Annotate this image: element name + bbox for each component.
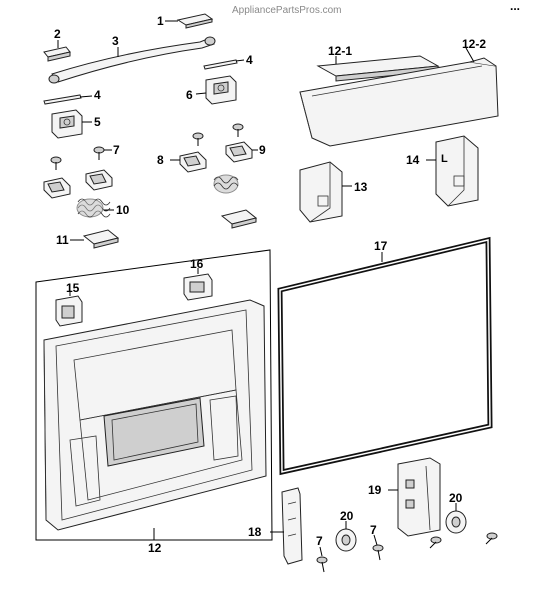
callout-20-right: 20 bbox=[449, 491, 463, 505]
callout-4-right: 4 bbox=[246, 53, 253, 67]
screw-left-upper bbox=[50, 156, 62, 170]
part-16-side-cap: L bbox=[426, 135, 479, 207]
part-5-hinge bbox=[51, 109, 92, 139]
part-12-1-bracket bbox=[55, 290, 83, 327]
part-13-cover bbox=[316, 55, 440, 82]
part-3-handle-bar bbox=[48, 36, 216, 84]
part-20-bushing-left bbox=[335, 521, 357, 552]
stopper-left-b bbox=[85, 169, 113, 191]
callout-9: 9 bbox=[259, 143, 266, 157]
part-10-spring-left bbox=[76, 198, 114, 218]
callout-12: 12 bbox=[148, 541, 162, 555]
callout-17: 17 bbox=[374, 239, 388, 253]
callout-15: 13 bbox=[354, 180, 368, 194]
screw-bottom-b bbox=[485, 532, 498, 545]
part-19-hinge-plate bbox=[388, 457, 441, 537]
callout-8: 8 bbox=[157, 153, 164, 167]
callout-11: 11 bbox=[56, 233, 69, 247]
callout-19: 19 bbox=[368, 483, 382, 497]
callout-12-1: 15 bbox=[66, 281, 80, 295]
part-14-door-bin bbox=[299, 47, 499, 147]
callout-5: 5 bbox=[94, 115, 101, 129]
callout-7-lower-right: 7 bbox=[370, 523, 377, 537]
part-15-side-cap bbox=[299, 161, 352, 223]
callout-13: 12-1 bbox=[328, 44, 352, 58]
screw-7-bottom-right bbox=[372, 534, 384, 561]
part-1-hinge-cover bbox=[165, 13, 214, 29]
part-4-pin-right bbox=[203, 59, 245, 70]
part-9-stopper bbox=[225, 141, 258, 163]
corner-text: ... bbox=[510, 0, 520, 13]
part-4-pin-left bbox=[43, 94, 93, 105]
part-17-gasket bbox=[277, 236, 493, 476]
callout-2: 2 bbox=[54, 27, 61, 41]
screw-bottom-a bbox=[429, 536, 442, 549]
callout-6: 6 bbox=[186, 88, 193, 102]
callout-7-top: 7 bbox=[113, 143, 120, 157]
screw-7-top bbox=[93, 146, 112, 160]
part-2-bracket bbox=[43, 40, 71, 62]
part-20-bushing-right bbox=[445, 503, 467, 534]
callout-3: 3 bbox=[112, 34, 119, 48]
screw-8 bbox=[192, 132, 204, 146]
stopper-left-a bbox=[43, 177, 71, 199]
callout-18: 18 bbox=[248, 525, 262, 539]
screw-9 bbox=[232, 123, 244, 137]
part-6-hinge bbox=[195, 75, 237, 105]
part-18-bracket bbox=[270, 487, 303, 565]
part-10-spring-right bbox=[213, 174, 239, 194]
callout-14: 12-2 bbox=[462, 37, 486, 51]
watermark-text: AppliancePartsPros.com bbox=[232, 5, 342, 16]
callout-4-left: 4 bbox=[94, 88, 101, 102]
callout-10: 10 bbox=[116, 203, 130, 217]
callout-1: 1 bbox=[157, 14, 164, 28]
callout-12-2: 16 bbox=[190, 257, 204, 271]
part-12-2-bracket bbox=[183, 268, 213, 301]
part-12-door-assembly bbox=[35, 249, 273, 541]
svg-text:L: L bbox=[441, 153, 448, 165]
part-8-stopper bbox=[170, 151, 207, 173]
part-11-pad-left bbox=[70, 229, 120, 249]
screw-7-bottom-left bbox=[316, 546, 328, 573]
part-11-pad-right bbox=[220, 209, 258, 229]
callout-7-lower-left: 7 bbox=[316, 534, 323, 548]
callout-16: 14 bbox=[406, 153, 420, 167]
callout-20-left: 20 bbox=[340, 509, 354, 523]
